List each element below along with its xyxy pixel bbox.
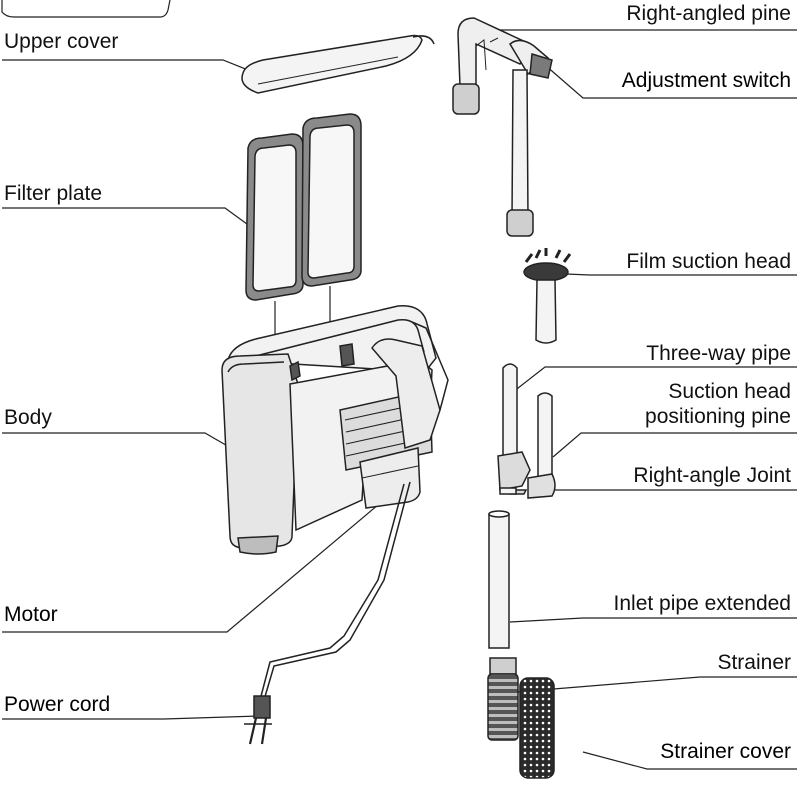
right-angled-pipe-part [452,17,553,237]
label-filter-plate: Filter plate [4,182,103,205]
label-body: Body [4,406,52,429]
upper-cover-part [241,34,435,94]
label-power-cord: Power cord [4,693,111,716]
filter-plate-part [245,113,362,301]
strainer-cover-part [519,677,555,779]
label-inlet-pipe: Inlet pipe extended [613,592,791,615]
leader-suction-head [552,432,797,458]
leader-adjustment-switch [544,64,797,99]
label-three-way-pipe: Three-way pipe [646,342,791,365]
leader-three-way-pipe [512,366,797,393]
power-cord-part [244,481,411,745]
body-part [221,305,449,555]
label-adjustment-switch: Adjustment switch [621,69,791,92]
leader-right-angled-pipe [488,29,797,37]
leader-strainer [516,676,797,693]
label-upper-cover: Upper cover [4,30,119,53]
leader-motor [2,477,411,633]
label-strainer: Strainer [717,651,791,674]
label-suction-head-line1: Suction head [668,380,791,403]
film-suction-head-part [523,248,572,344]
three-way-pipe-part [497,363,531,495]
leader-body [2,432,244,456]
label-right-angled-pipe: Right-angled pine [626,2,791,25]
strainer-part [487,657,519,741]
label-motor: Motor [4,603,58,626]
leader-filter-plate [2,207,263,236]
top-frame-edge [1,0,171,18]
leader-upper-cover [2,59,259,75]
label-right-angle-joint: Right-angle Joint [633,464,791,487]
inlet-pipe-part [488,510,510,649]
leader-power-cord [2,715,260,720]
label-film-suction-head: Film suction head [626,250,791,273]
leader-strainer-cover [582,751,797,770]
suction-head-positioning-pipe-part [527,392,556,499]
label-suction-head-line2: positioning pine [645,405,791,428]
leader-inlet-pipe [509,617,797,623]
leader-film-suction-head [565,273,797,276]
label-strainer-cover: Strainer cover [660,740,791,763]
